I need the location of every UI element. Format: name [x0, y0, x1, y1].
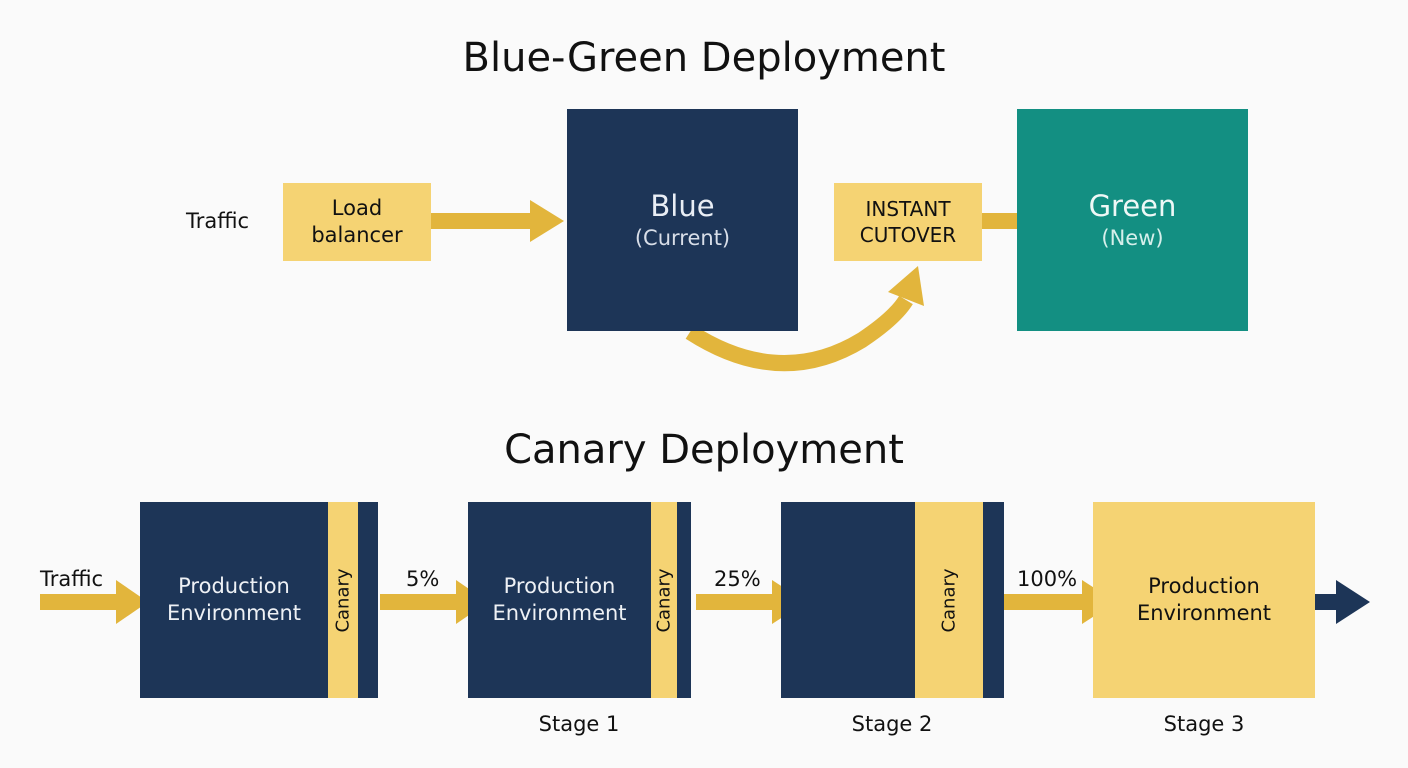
load-balancer-label-line2: balancer: [311, 223, 403, 247]
load-balancer-box: Load balancer: [283, 183, 431, 261]
blue-environment-box: Blue (Current): [567, 109, 798, 331]
arrow-lb-to-blue: [430, 200, 564, 242]
load-balancer-label-line1: Load: [331, 196, 383, 220]
canary-strip: Canary: [328, 502, 358, 698]
canary-label: Canary: [332, 567, 354, 633]
arrow-traffic-to-stage0: [40, 580, 148, 624]
canary-strip: Canary: [651, 502, 677, 698]
arrow-exit-navy: [1314, 580, 1370, 624]
green-env-sub: (New): [1101, 226, 1164, 250]
canary-label: Canary: [653, 567, 675, 633]
stage-1-label: Stage 1: [538, 712, 620, 736]
blue-green-title: Blue-Green Deployment: [462, 35, 946, 81]
green-environment-box: Green (New): [1017, 109, 1248, 331]
canary-env-initial: Production Environment Canary: [140, 502, 378, 698]
blue-env-name: Blue: [650, 189, 715, 223]
stage-3-label: Stage 3: [1163, 712, 1245, 736]
production-environment-label: Production Environment: [140, 502, 328, 698]
prod-env-line2: Environment: [1136, 601, 1272, 625]
cutover-label-line2: CUTOVER: [859, 223, 957, 247]
bg-traffic-label: Traffic: [186, 209, 250, 233]
prod-env-line1: Production: [178, 574, 290, 598]
canary-env-stage3: Production Environment: [1093, 502, 1315, 698]
canary-title: Canary Deployment: [504, 427, 904, 473]
blue-env-sub: (Current): [634, 226, 731, 250]
green-env-name: Green: [1088, 189, 1177, 223]
arrow-blue-curve-to-cutover: [685, 266, 924, 372]
prod-env-line2: Environment: [492, 601, 627, 625]
canary-env-stage2: Canary: [781, 502, 1004, 698]
prod-env-line1: Production: [1148, 574, 1260, 598]
arrow-label-5pct: 5%: [406, 567, 440, 591]
canary-env-stage1: Production Environment Canary: [468, 502, 691, 698]
stage-2-label: Stage 2: [851, 712, 933, 736]
prod-env-line1: Production: [503, 574, 616, 598]
production-environment-label: Production Environment: [468, 502, 651, 698]
prod-env-line2: Environment: [166, 601, 302, 625]
arrow-label-25pct: 25%: [714, 567, 761, 591]
arrow-label-100pct: 100%: [1017, 567, 1078, 591]
canary-strip: Canary: [915, 502, 983, 698]
canary-traffic-label: Traffic: [40, 567, 104, 591]
cutover-label-line1: INSTANT: [865, 197, 951, 221]
instant-cutover-box: INSTANT CUTOVER: [834, 183, 982, 261]
canary-label: Canary: [938, 567, 960, 633]
